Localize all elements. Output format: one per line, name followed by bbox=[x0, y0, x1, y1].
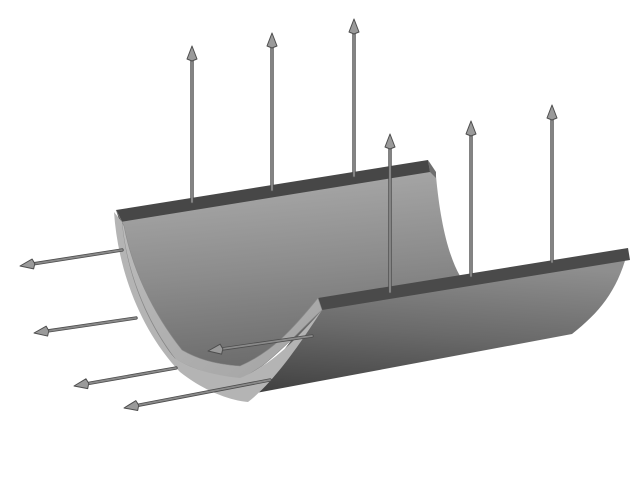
side-arrow-3-shaft bbox=[85, 367, 177, 385]
side-arrow-2 bbox=[33, 316, 138, 337]
up-arrow-5 bbox=[465, 120, 477, 278]
side-arrow-4-head bbox=[123, 400, 140, 411]
front-edge-outward-arrows bbox=[19, 248, 314, 411]
up-arrow-4 bbox=[384, 133, 396, 294]
side-arrow-5-head bbox=[207, 343, 224, 355]
far-rim-end bbox=[428, 160, 436, 178]
side-arrow-1-head bbox=[19, 258, 36, 270]
side-arrow-2-head bbox=[33, 325, 50, 337]
side-arrow-2-shaft bbox=[45, 317, 137, 333]
outer-surface bbox=[245, 250, 628, 395]
up-arrow-1 bbox=[186, 45, 198, 204]
up-arrow-1-head bbox=[186, 45, 198, 62]
side-arrow-3 bbox=[73, 366, 178, 390]
up-arrow-6 bbox=[546, 104, 558, 264]
up-arrow-2 bbox=[266, 32, 278, 192]
side-arrow-3-head bbox=[73, 378, 90, 390]
up-arrow-6-head bbox=[546, 104, 558, 121]
up-arrow-5-head bbox=[465, 120, 477, 137]
up-arrow-4-head bbox=[384, 133, 396, 150]
inner-surface bbox=[120, 162, 460, 380]
side-arrow-4 bbox=[123, 378, 272, 411]
up-arrow-2-head bbox=[266, 32, 278, 49]
end-cap-face bbox=[114, 212, 322, 402]
side-arrow-4-shaft bbox=[135, 379, 271, 407]
side-arrow-1 bbox=[19, 248, 124, 270]
side-arrow-1-shaft bbox=[31, 249, 123, 265]
end-cap bbox=[115, 209, 323, 381]
side-arrow-5-shaft bbox=[219, 335, 313, 351]
up-arrow-3 bbox=[348, 18, 360, 178]
rim-upward-arrows bbox=[186, 18, 558, 294]
up-arrow-3-head bbox=[348, 18, 360, 35]
side-arrow-5 bbox=[207, 334, 314, 355]
